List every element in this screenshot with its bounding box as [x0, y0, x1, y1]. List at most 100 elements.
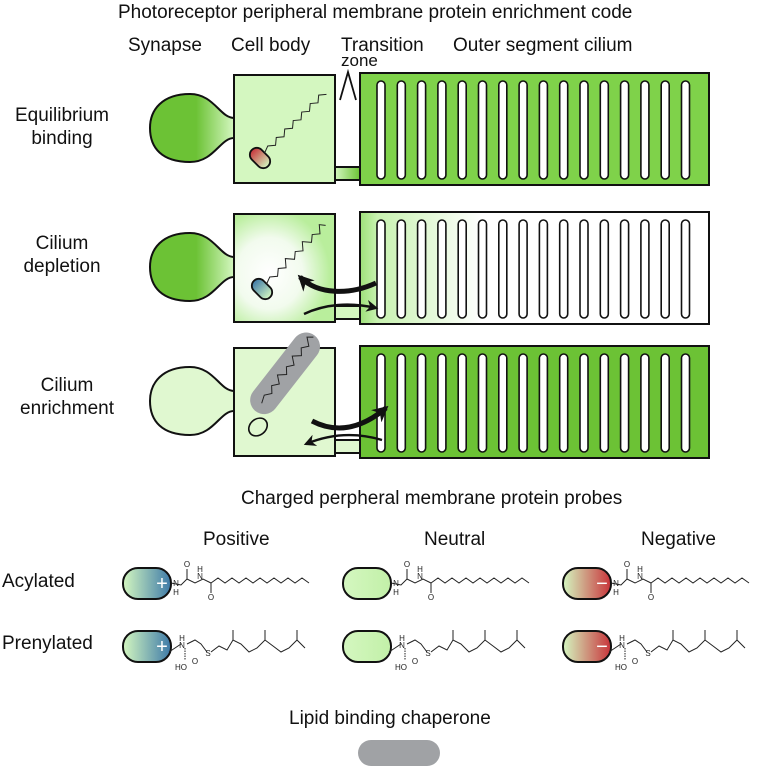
- membrane-disc: [660, 80, 671, 180]
- cysteine-bond: [626, 639, 648, 653]
- atom-label: H: [613, 588, 619, 597]
- state-label-line2: enrichment: [20, 398, 114, 419]
- atom-label: H: [393, 588, 399, 597]
- atom-label: N: [197, 572, 203, 581]
- probe-protein: [122, 630, 172, 663]
- membrane-disc: [376, 80, 386, 180]
- label-cell-body: Cell body: [231, 35, 311, 56]
- membrane-disc: [437, 353, 447, 453]
- atom-label: H: [399, 634, 405, 643]
- prenyl-chain: [261, 336, 314, 404]
- state-label-enrichment: Cilium enrichment: [12, 374, 122, 420]
- atom-label: O: [428, 593, 434, 602]
- cell-row-0: [148, 72, 710, 186]
- connecting-cilium: [334, 166, 361, 181]
- atom-label: HO: [175, 663, 187, 672]
- atom-label: O: [648, 593, 654, 602]
- figure-title: Photoreceptor peripheral membrane protei…: [118, 2, 633, 23]
- cell-row-1: [148, 211, 710, 325]
- atom-label: O: [624, 560, 630, 569]
- glycine-linker: [170, 578, 212, 586]
- membrane-disc: [538, 353, 549, 453]
- atom-label: O: [208, 593, 214, 602]
- atom-label: N: [417, 572, 423, 581]
- atom-label: O: [412, 657, 418, 666]
- glycine-linker: [610, 578, 652, 586]
- probe-protein: [342, 567, 392, 600]
- outer-segment: [359, 72, 710, 186]
- membrane-disc: [416, 353, 427, 453]
- probe-protein: [562, 630, 612, 663]
- membrane-disc: [538, 80, 549, 180]
- atom-label: HO: [615, 663, 627, 672]
- membrane-disc: [599, 80, 610, 180]
- membrane-disc: [660, 353, 671, 453]
- membrane-disc: [437, 219, 447, 319]
- membrane-disc: [599, 353, 610, 453]
- row-acylated: Acylated: [2, 571, 75, 592]
- membrane-disc: [619, 353, 630, 453]
- state-label-line1: Equilibrium: [15, 105, 109, 126]
- probe-positive: [250, 224, 326, 301]
- column-positive: Positive: [203, 529, 270, 550]
- membrane-disc: [497, 219, 508, 319]
- column-negative: Negative: [641, 529, 716, 550]
- atom-label: H: [417, 565, 423, 574]
- membrane-disc: [497, 80, 508, 180]
- label-transition-zone: Transition: [341, 35, 424, 56]
- probes-title: Charged perpheral membrane protein probe…: [241, 488, 623, 509]
- membrane-disc: [437, 80, 447, 180]
- membrane-disc: [579, 219, 589, 319]
- probe-body: [247, 417, 269, 437]
- membrane-disc: [396, 219, 407, 319]
- charge-symbol: +: [156, 636, 168, 658]
- membrane-disc: [640, 219, 650, 319]
- membrane-disc: [680, 80, 691, 180]
- myristoyl-chain: [650, 577, 750, 584]
- membrane-disc: [477, 353, 488, 453]
- state-label-equilibrium: Equilibrium binding: [12, 104, 112, 150]
- membrane-disc: [579, 80, 589, 180]
- charge-symbol: −: [596, 636, 608, 658]
- membrane-disc: [518, 80, 528, 180]
- membrane-disc: [680, 219, 691, 319]
- membrane-disc: [477, 219, 488, 319]
- atom-label: N: [637, 572, 643, 581]
- atom-label: N: [179, 641, 185, 650]
- membrane-disc: [558, 219, 569, 319]
- atom-label: O: [184, 560, 190, 569]
- membrane-disc: [396, 80, 407, 180]
- retrograde-arrow: [303, 433, 383, 446]
- cysteine-bond: [406, 639, 428, 653]
- probe-protein: [342, 630, 392, 663]
- state-label-line2: depletion: [23, 256, 101, 277]
- outer-segment: [359, 211, 710, 325]
- atom-label: N: [393, 579, 399, 588]
- membrane-disc: [396, 353, 407, 453]
- atom-label: S: [645, 649, 650, 658]
- membrane-disc: [457, 353, 468, 453]
- connecting-cilium: [334, 305, 361, 320]
- label-transition-zone-2: zone: [341, 51, 378, 70]
- connecting-cilium: [334, 439, 361, 454]
- atom-label: O: [404, 560, 410, 569]
- state-label-line1: Cilium: [35, 233, 89, 254]
- row-prenylated: Prenylated: [2, 633, 93, 654]
- transition-zone-pointer: [339, 68, 357, 101]
- atom-label: S: [425, 649, 430, 658]
- myristoyl-chain: [210, 577, 310, 584]
- membrane-disc: [660, 219, 671, 319]
- membrane-disc: [640, 353, 650, 453]
- atom-label: N: [399, 641, 405, 650]
- outer-segment: [359, 345, 710, 459]
- anterograde-arrow: [310, 405, 389, 431]
- probe-neutral-chaperone: [250, 332, 321, 415]
- anterograde-arrow: [303, 299, 379, 316]
- membrane-disc: [680, 353, 691, 453]
- synapse-terminal: [148, 92, 235, 164]
- synapse-terminal: [148, 231, 235, 303]
- membrane-disc: [376, 219, 386, 319]
- atom-label: N: [613, 579, 619, 588]
